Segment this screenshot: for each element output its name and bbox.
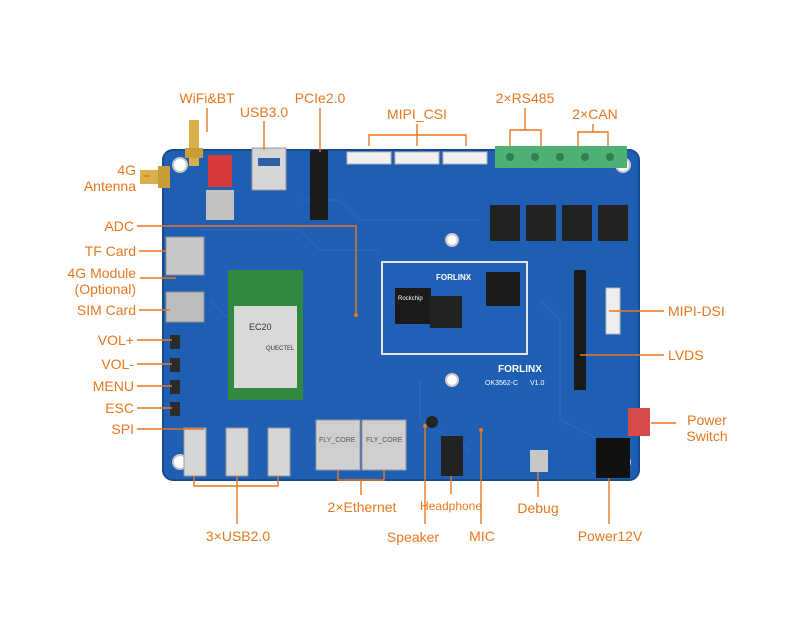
eth-jack-2: FLY_CORE: [366, 437, 403, 444]
label-mipi-csi: MIPI_CSI: [387, 106, 447, 122]
lvds-header: [574, 270, 586, 390]
wifi-antenna-connector: [185, 120, 203, 166]
tf-card-slot: [165, 236, 205, 276]
module-brand: QUECTEL: [266, 346, 295, 352]
label-tf-card: TF Card: [84, 243, 136, 259]
power-switch: [628, 408, 650, 436]
label-lvds: LVDS: [668, 347, 704, 363]
system-on-module: [381, 261, 528, 355]
label-module-line2: (Optional): [74, 281, 136, 297]
board-brand: FORLINX: [498, 364, 542, 375]
board-version: V1.0: [530, 380, 545, 387]
sim-card-slot: [165, 291, 205, 323]
4g-module: [228, 270, 303, 400]
label-usb20: 3×USB2.0: [205, 528, 271, 544]
label-can: 2×CAN: [572, 106, 618, 122]
leader-dots: [354, 313, 483, 432]
label-power12v: Power12V: [577, 528, 643, 544]
dip-switch: [208, 155, 232, 187]
label-vol-minus: VOL-: [101, 356, 134, 372]
label-headphone: Headphone: [419, 499, 483, 513]
label-ethernet: 2×Ethernet: [327, 499, 397, 515]
board-model: OK3562-C: [485, 380, 518, 387]
label-esc: ESC: [105, 400, 134, 416]
eth-jack-1: FLY_CORE: [319, 437, 356, 444]
label-rs485: 2×RS485: [495, 90, 555, 106]
leader-lines: [137, 108, 676, 524]
label-speaker: Speaker: [386, 529, 440, 545]
label-debug: Debug: [517, 500, 559, 516]
label-menu: MENU: [92, 378, 134, 394]
pcie-slot: [310, 150, 328, 220]
power-jack: [596, 438, 630, 478]
isolation-components: [490, 205, 628, 241]
debug-port: [530, 450, 548, 472]
label-antenna-line1: 4G: [117, 162, 136, 178]
usb30-port: [251, 147, 287, 191]
module-name: EC20: [249, 322, 272, 332]
antenna-connector: [140, 166, 170, 188]
label-spi: SPI: [111, 421, 134, 437]
label-module-line1: 4G Module: [67, 265, 136, 281]
som-brand: FORLINX: [436, 273, 472, 282]
ethernet-jacks: [315, 419, 407, 471]
label-adc: ADC: [104, 218, 134, 234]
label-mic: MIC: [469, 528, 495, 544]
label-sim-card: SIM Card: [76, 302, 136, 318]
usb20-ports: [183, 427, 291, 477]
speaker-connector: [426, 416, 438, 428]
label-usb30: USB3.0: [239, 104, 289, 120]
label-antenna-line2: Antenna: [83, 178, 136, 194]
label-pcie20: PCIe2.0: [294, 90, 346, 106]
mipi-csi-connectors: [346, 151, 488, 165]
terminal-blocks: [495, 146, 627, 168]
soc-brand: Rockchip: [398, 296, 423, 302]
side-buttons: [170, 335, 180, 416]
label-wifi-bt: WiFi&BT: [179, 90, 235, 106]
headphone-jack: [441, 436, 463, 476]
label-power-switch-line2: Switch: [686, 428, 728, 444]
label-power-switch-line1: Power: [687, 412, 727, 428]
label-mipi-dsi: MIPI-DSI: [668, 303, 725, 319]
wifi-module: [206, 190, 234, 220]
label-vol-plus: VOL+: [97, 332, 134, 348]
